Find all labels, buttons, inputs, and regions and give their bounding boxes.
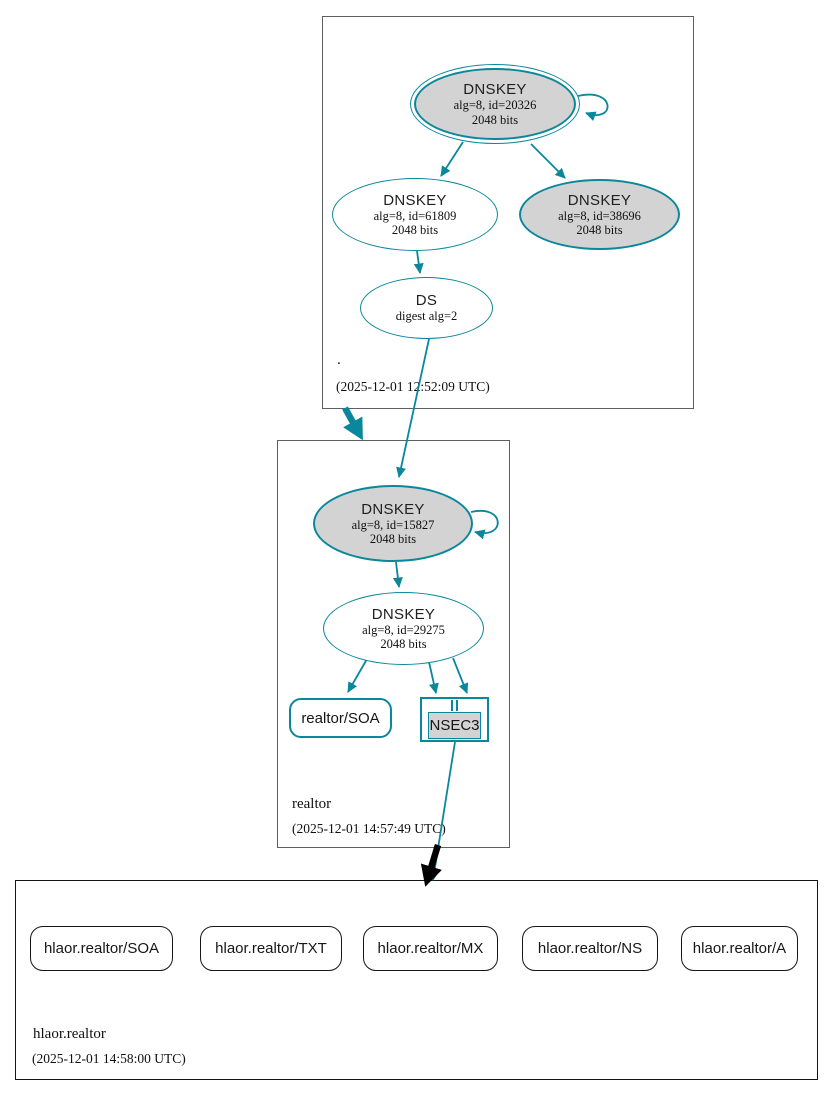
rrset-node-hlaor-realtor-mx[interactable]: hlaor.realtor/MX (363, 926, 498, 971)
zone-name-realtor: realtor (292, 796, 332, 812)
dnskey-bits: 2048 bits (471, 112, 519, 127)
dnskey-node-29275[interactable]: DNSKEY alg=8, id=29275 2048 bits (323, 592, 484, 665)
zone-box-hlaor-realtor (15, 880, 818, 1080)
rrset-node-hlaor-realtor-ns[interactable]: hlaor.realtor/NS (522, 926, 658, 971)
dnskey-title: DNSKEY (567, 191, 632, 209)
rrset-node-realtor-soa[interactable]: realtor/SOA (289, 698, 392, 738)
rrset-node-hlaor-realtor-txt[interactable]: hlaor.realtor/TXT (200, 926, 342, 971)
dnskey-title: DNSKEY (371, 605, 436, 623)
dnskey-title: DNSKEY (383, 191, 447, 209)
zone-name-root: . (337, 352, 341, 368)
rrset-label: realtor/SOA (301, 709, 380, 727)
ds-digest: digest alg=2 (395, 309, 458, 324)
rrset-label: hlaor.realtor/A (692, 940, 787, 957)
nsec3-cell (451, 700, 453, 711)
nsec3-node[interactable]: NSEC3 (420, 697, 489, 742)
dnskey-alg-id: alg=8, id=61809 (373, 208, 457, 223)
nsec3-label: NSEC3 (428, 712, 481, 739)
zone-name-hlaor-realtor: hlaor.realtor (33, 1026, 106, 1042)
zone-timestamp-hlaor-realtor: (2025-12-01 14:58:00 UTC) (32, 1051, 186, 1066)
dnskey-node-20326[interactable]: DNSKEY alg=8, id=20326 2048 bits (410, 64, 580, 144)
rrset-node-hlaor-realtor-soa[interactable]: hlaor.realtor/SOA (30, 926, 173, 971)
dnskey-title: DNSKEY (463, 81, 527, 98)
dnskey-title: DNSKEY (361, 500, 425, 518)
zone-timestamp-realtor: (2025-12-01 14:57:49 UTC) (292, 821, 446, 836)
nsec3-cells (451, 700, 458, 711)
dnskey-bits: 2048 bits (576, 223, 623, 237)
dnskey-node-61809[interactable]: DNSKEY alg=8, id=61809 2048 bits (332, 178, 498, 251)
ds-title: DS (415, 292, 438, 310)
rrset-label: hlaor.realtor/MX (377, 940, 484, 957)
dnskey-alg-id: alg=8, id=20326 (453, 98, 537, 112)
dnskey-alg-id: alg=8, id=29275 (362, 622, 445, 637)
dnskey-bits: 2048 bits (369, 532, 417, 546)
dnskey-alg-id: alg=8, id=15827 (351, 517, 435, 532)
dnskey-alg-id: alg=8, id=38696 (558, 208, 641, 223)
rrset-node-hlaor-realtor-a[interactable]: hlaor.realtor/A (681, 926, 798, 971)
dnskey-bits: 2048 bits (391, 223, 439, 237)
rrset-label: hlaor.realtor/NS (537, 940, 643, 957)
nsec3-cell (456, 700, 458, 711)
zone-timestamp-root: (2025-12-01 12:52:09 UTC) (336, 379, 490, 394)
zone-box-root (322, 16, 694, 409)
edge-secure-delegation-root-realtor (342, 406, 363, 441)
rrset-label: hlaor.realtor/TXT (215, 940, 327, 957)
dnskey-node-15827[interactable]: DNSKEY alg=8, id=15827 2048 bits (313, 485, 473, 562)
ds-node[interactable]: DS digest alg=2 (360, 277, 493, 339)
edge-insecure-delegation-realtor-hlaor (420, 844, 442, 887)
rrset-label: hlaor.realtor/SOA (43, 940, 160, 957)
dnskey-bits: 2048 bits (380, 637, 427, 651)
dnskey-node-38696[interactable]: DNSKEY alg=8, id=38696 2048 bits (519, 179, 680, 250)
zone-box-realtor (277, 440, 510, 848)
